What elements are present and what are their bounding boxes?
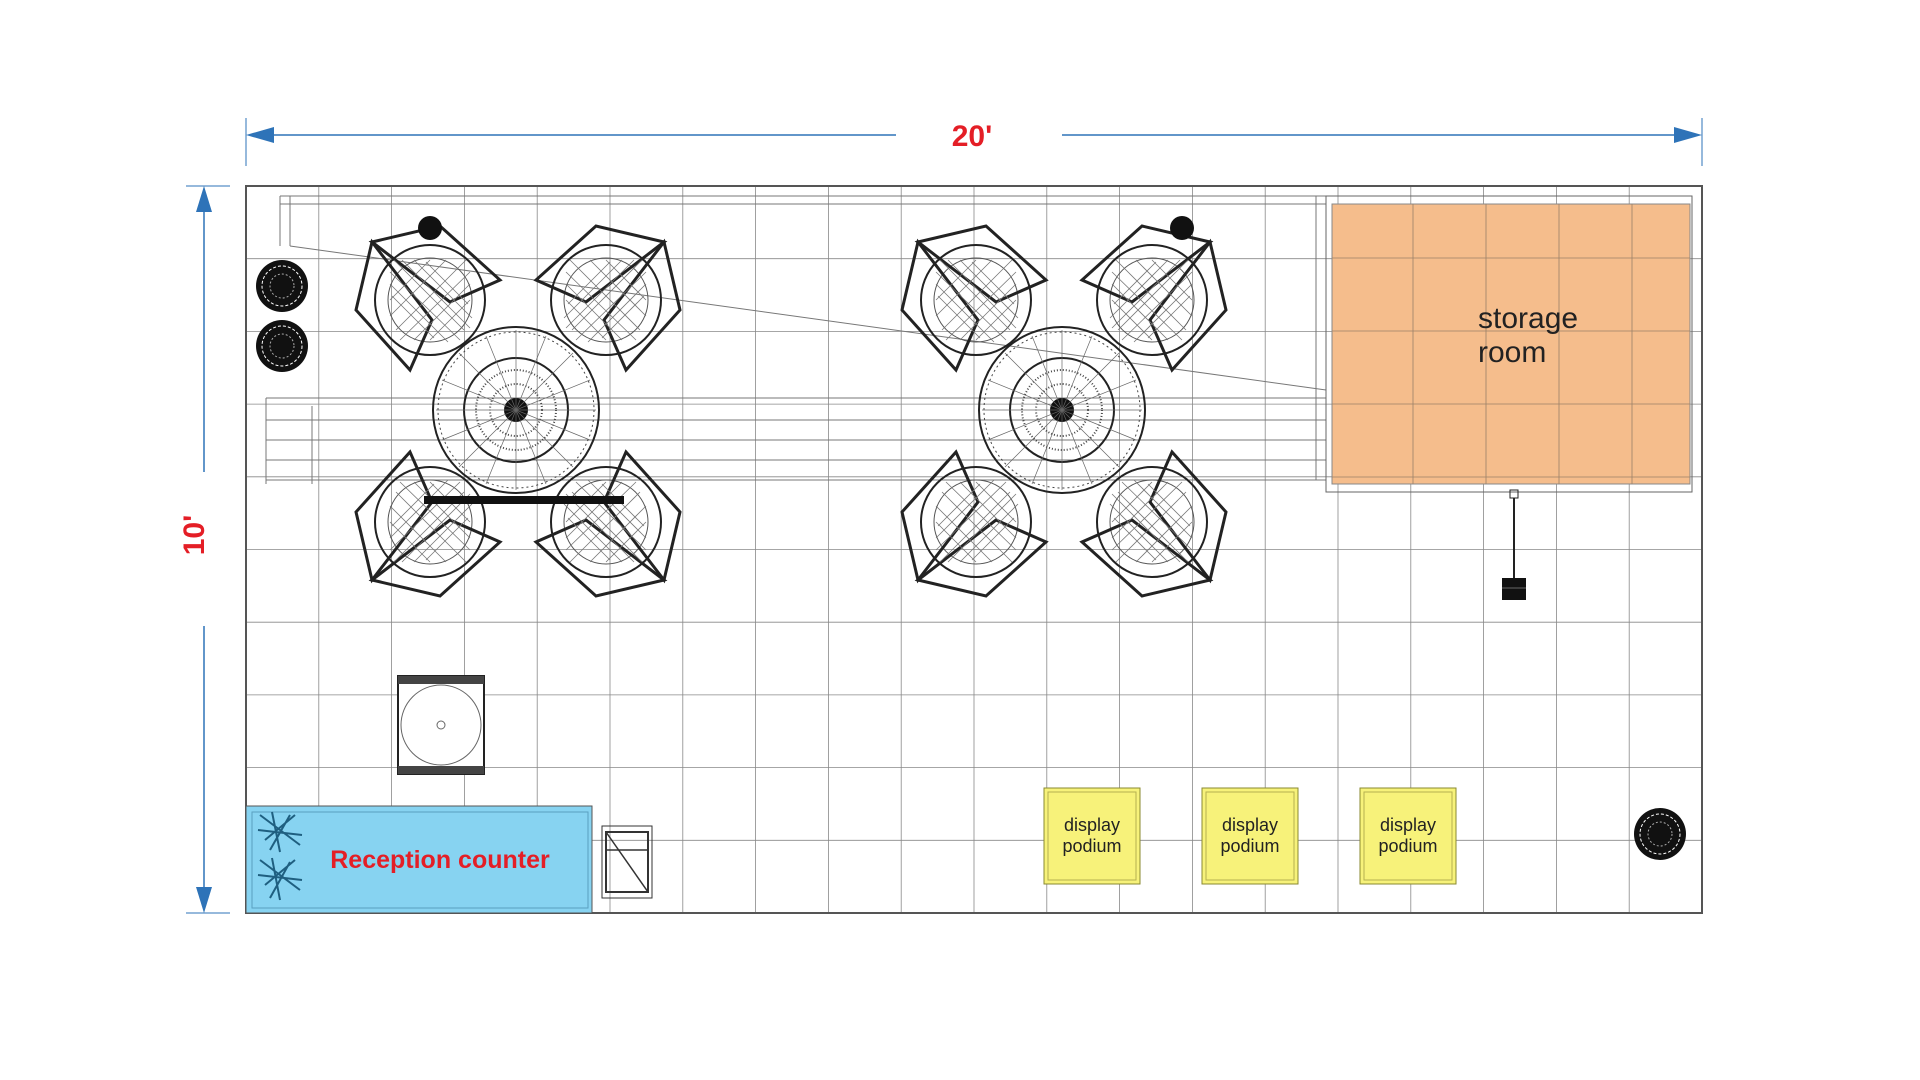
podium-label-line2: podium <box>1378 836 1437 856</box>
storage-room-label-line2: room <box>1478 336 1546 369</box>
arrow-right-icon <box>1674 127 1702 143</box>
round-table-icon <box>432 326 600 494</box>
lounge-group-left <box>354 216 682 598</box>
chair-icon <box>1080 224 1228 372</box>
storage-room: storage room <box>1325 195 1693 493</box>
podium-label-line1: display <box>1222 815 1278 835</box>
chair-icon <box>1080 450 1228 598</box>
chair-icon <box>354 224 502 372</box>
arrow-left-icon <box>246 127 274 143</box>
round-table-icon <box>978 326 1146 494</box>
plant-pot-icon <box>255 319 309 373</box>
reception-counter-label: Reception counter <box>330 846 550 874</box>
height-label: 10' <box>178 515 211 556</box>
floor-lamp-icon <box>1170 216 1194 240</box>
booth-outline <box>245 185 1703 914</box>
podium-label-line1: display <box>1064 815 1120 835</box>
storage-room-label-line1: storage <box>1478 302 1578 335</box>
arrow-up-icon <box>196 186 212 212</box>
podium-label-line2: podium <box>1062 836 1121 856</box>
side-bar <box>424 496 624 504</box>
width-dimension: 20' <box>245 118 1703 166</box>
podium-label-line1: display <box>1380 815 1436 835</box>
chair-icon <box>354 450 502 598</box>
chair-icon <box>534 224 682 372</box>
floor-lamp-icon <box>418 216 442 240</box>
chair-icon <box>534 450 682 598</box>
back-wall <box>265 195 1327 484</box>
plant-icon <box>257 811 303 901</box>
lounge-group-right <box>900 216 1228 598</box>
width-label: 20' <box>952 120 993 153</box>
stool-icon <box>601 825 653 899</box>
monitor-stand-icon <box>1502 489 1526 600</box>
reception-counter: Reception counter <box>245 805 593 914</box>
plant-pot-icon <box>1633 807 1687 861</box>
side-table-icon <box>397 675 485 775</box>
podium-label-line2: podium <box>1220 836 1279 856</box>
plant-pot-icon <box>255 259 309 313</box>
arrow-down-icon <box>196 887 212 913</box>
height-dimension: 10' <box>178 185 230 914</box>
